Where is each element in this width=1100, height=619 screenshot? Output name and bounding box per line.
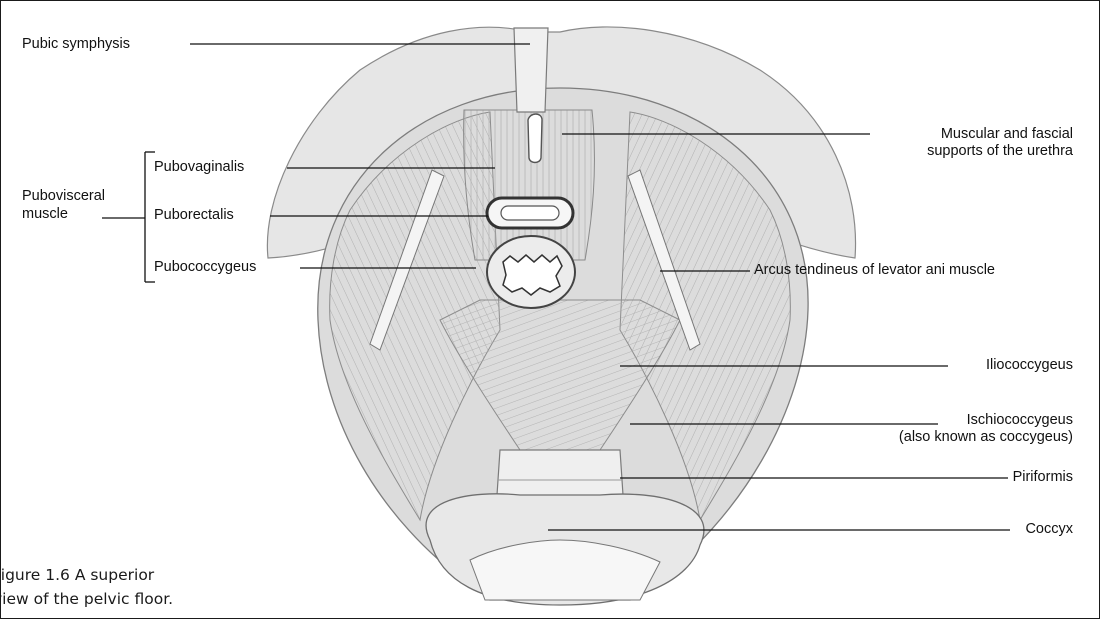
label-piriformis: Piriformis	[1013, 469, 1073, 486]
label-urethra-support-2: supports of the urethra	[927, 143, 1073, 160]
label-pubic-symphysis: Pubic symphysis	[22, 36, 130, 53]
label-pubovisceral-1: Pubovisceral	[22, 188, 105, 205]
label-arcus-tendineus: Arcus tendineus of levator ani muscle	[754, 262, 995, 279]
caption-line-1: Figure 1.6 A superior	[0, 564, 154, 586]
pubic-symphysis-shape	[514, 28, 548, 112]
label-ischiococcygeus-2: (also known as coccygeus)	[899, 429, 1073, 446]
label-puborectalis: Puborectalis	[154, 207, 234, 224]
urethra-shape	[528, 114, 542, 163]
caption-line-2: view of the pelvic floor.	[0, 588, 173, 610]
label-pubococcygeus: Pubococcygeus	[154, 259, 256, 276]
label-urethra-support-1: Muscular and fascial	[941, 126, 1073, 143]
figure-caption: Figure 1.6 A superior view of the pelvic…	[0, 562, 230, 618]
label-pubovisceral-2: muscle	[22, 206, 68, 223]
label-coccyx: Coccyx	[1025, 521, 1073, 538]
label-pubovaginalis: Pubovaginalis	[154, 159, 244, 176]
label-ischiococcygeus-1: Ischiococcygeus	[967, 412, 1073, 429]
label-iliococcygeus: Iliococcygeus	[986, 357, 1073, 374]
